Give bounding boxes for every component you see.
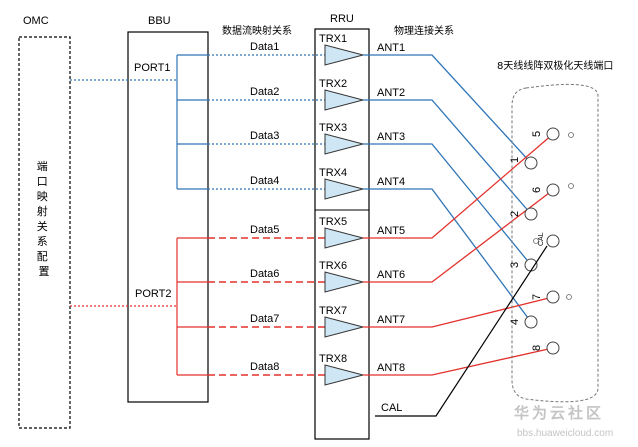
- antenna-port-circle-4: [524, 315, 538, 329]
- mounting-holes: [533, 132, 574, 300]
- ant-label-3: ANT3: [377, 131, 405, 143]
- antenna-port-circle-7: [546, 290, 560, 304]
- port-number-8: 8: [531, 345, 543, 351]
- antenna-port-circle-6: [546, 183, 560, 197]
- cal-label: CAL: [381, 402, 402, 414]
- ant-connection-3: [363, 143, 532, 266]
- port-number-5: 5: [531, 131, 543, 137]
- omc-vertical-label: 端 口 映 射 关 系 配 置: [37, 160, 52, 278]
- trx-amplifier-5: [324, 227, 365, 249]
- ant-connection-4: [363, 188, 532, 323]
- port-number-7: 7: [531, 294, 543, 300]
- data-stream-label-5: Data5: [250, 224, 279, 236]
- data-stream-label-3: Data3: [250, 130, 279, 142]
- antenna-port-circle-8: [546, 341, 560, 355]
- port-number-4: 4: [509, 319, 521, 325]
- physical-connection-heading: 物理连接关系: [394, 24, 454, 37]
- trx-label-2: TRX2: [319, 78, 347, 90]
- data-stream-label-2: Data2: [250, 86, 279, 98]
- omc-char-0: 端: [37, 160, 48, 173]
- watermark-url: bbs.huaweicloud.com: [517, 428, 613, 439]
- port1-fan: [176, 54, 208, 190]
- trx-label-6: TRX6: [319, 260, 347, 272]
- antenna-port-circle-cal: [546, 234, 560, 248]
- trx-amplifier-7: [324, 316, 365, 338]
- trx-label-5: TRX5: [319, 216, 347, 228]
- ant-connection-6: [363, 189, 554, 283]
- trx-label-8: TRX8: [319, 353, 347, 365]
- trx-label-7: TRX7: [319, 305, 347, 317]
- trx-amplifier-8: [324, 364, 365, 386]
- trx-amplifier-6: [324, 271, 365, 293]
- omc-box: [18, 36, 71, 429]
- omc-char-6: 配: [37, 250, 48, 263]
- ant-connection-2: [363, 99, 532, 215]
- rru-label: RRU: [330, 13, 354, 25]
- ant-label-7: ANT7: [377, 314, 405, 326]
- ant-label-8: ANT8: [377, 362, 405, 374]
- antenna-port-circles: [524, 127, 560, 355]
- data-stream-label-4: Data4: [250, 175, 279, 187]
- trx-label-3: TRX3: [319, 122, 347, 134]
- omc-char-4: 关: [37, 219, 48, 233]
- ant-label-6: ANT6: [377, 269, 405, 281]
- ant-connection-5: [363, 133, 554, 239]
- data-mapping-heading: 数据流映射关系: [222, 24, 292, 37]
- antenna-panel-outline: [511, 83, 599, 403]
- ant-connection-7: [363, 296, 554, 328]
- antenna-port-circle-5: [546, 127, 560, 141]
- omc-char-1: 口: [37, 175, 48, 188]
- port-number-cal: CAL: [538, 232, 545, 246]
- omc-char-7: 置: [39, 265, 50, 278]
- antenna-port-numbers: 5 1 6 2 CAL 3 7 4 8: [509, 131, 545, 351]
- trx-label-4: TRX4: [319, 167, 347, 179]
- data-stream-label-7: Data7: [250, 313, 279, 325]
- port2-fan: [176, 237, 208, 376]
- watermark-logo-text: 华为云社区: [514, 404, 604, 422]
- port1-label: PORT1: [134, 62, 170, 74]
- trx-amplifier-1: [324, 44, 365, 66]
- rru-box: [314, 28, 370, 440]
- port-number-6: 6: [531, 187, 543, 193]
- antenna-port-circle-1: [524, 156, 538, 170]
- antenna-port-circle-2: [524, 207, 538, 221]
- trx-amplifier-4: [324, 178, 365, 200]
- trx-amplifier-3: [324, 133, 365, 155]
- ant-label-2: ANT2: [377, 87, 405, 99]
- port-number-2: 2: [509, 211, 521, 217]
- data-stream-label-6: Data6: [250, 268, 279, 280]
- bbu-label: BBU: [148, 15, 171, 27]
- antenna-port-heading: 8天线线阵双极化天线端口: [497, 59, 613, 72]
- ant-connection-1: [363, 54, 532, 164]
- ant-label-5: ANT5: [377, 225, 405, 237]
- port-number-3: 3: [509, 262, 521, 268]
- omc-char-5: 系: [37, 235, 48, 248]
- data-stream-label-8: Data8: [250, 361, 279, 373]
- bbu-box: [127, 31, 209, 403]
- omc-label: OMC: [23, 15, 49, 27]
- trx-label-1: TRX1: [319, 33, 347, 45]
- cal-line: [375, 245, 548, 417]
- port-number-1: 1: [509, 157, 521, 163]
- data-stream-label-1: Data1: [250, 41, 279, 53]
- omc-char-3: 射: [37, 204, 48, 218]
- ant-label-4: ANT4: [377, 176, 405, 188]
- omc-char-2: 映: [37, 190, 48, 203]
- ant-label-1: ANT1: [377, 42, 405, 54]
- port2-label: PORT2: [135, 288, 171, 300]
- ant-connection-8: [363, 347, 554, 376]
- trx-amplifier-2: [324, 89, 365, 111]
